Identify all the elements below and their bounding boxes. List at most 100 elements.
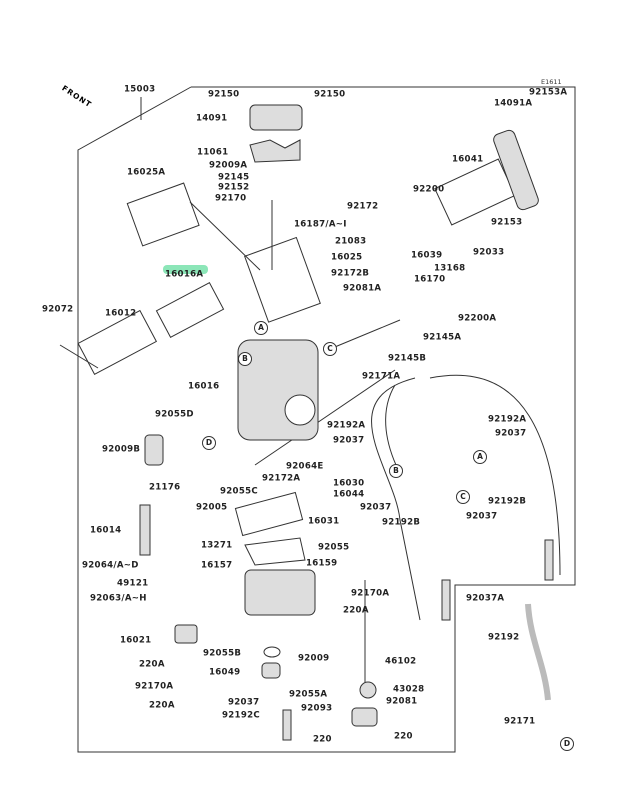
part-label[interactable]: 16170 (414, 274, 446, 285)
part-92055-gasket (244, 537, 306, 566)
part-label[interactable]: 21176 (149, 482, 181, 493)
part-label[interactable]: 15003 (124, 84, 156, 95)
part-label[interactable]: 92037 (360, 502, 392, 513)
part-float-bowl (244, 569, 316, 616)
part-label[interactable]: 16157 (201, 560, 233, 571)
part-label[interactable]: 92170 (215, 193, 247, 204)
part-label[interactable]: 16021 (120, 635, 152, 646)
part-label[interactable]: 220A (343, 605, 369, 616)
part-label[interactable]: 92145B (388, 353, 427, 364)
part-label[interactable]: 92037 (228, 697, 260, 708)
part-label[interactable]: 92192B (488, 496, 527, 507)
part-label[interactable]: 14091 (196, 113, 228, 124)
diagram-code: E1611 (541, 78, 562, 86)
part-label[interactable]: 92055A (289, 689, 328, 700)
ref-circle-c: C (323, 342, 337, 356)
part-label[interactable]: 16012 (105, 308, 137, 319)
part-label[interactable]: 220 (313, 734, 332, 745)
part-label[interactable]: 92172A (262, 473, 301, 484)
part-label[interactable]: 92171A (362, 371, 401, 382)
part-label[interactable]: 92033 (473, 247, 505, 258)
part-label[interactable]: 13271 (201, 540, 233, 551)
part-label[interactable]: 92150 (208, 89, 240, 100)
part-label[interactable]: 92170A (135, 681, 174, 692)
part-92093 (351, 707, 378, 727)
box-16041 (434, 158, 516, 226)
part-label[interactable]: 92037A (466, 593, 505, 604)
part-label[interactable]: 16014 (90, 525, 122, 536)
part-label[interactable]: 92055D (155, 409, 194, 420)
part-label[interactable]: 16044 (333, 489, 365, 500)
part-label[interactable]: 92037 (466, 511, 498, 522)
part-label[interactable]: 220A (149, 700, 175, 711)
part-label[interactable]: 16016 (188, 381, 220, 392)
part-label[interactable]: 14091A (494, 98, 533, 109)
part-label[interactable]: 92055C (220, 486, 259, 497)
part-label[interactable]: 92145 (218, 172, 250, 183)
part-label[interactable]: 92037 (333, 435, 365, 446)
part-label[interactable]: 92093 (301, 703, 333, 714)
part-label[interactable]: 92172 (347, 201, 379, 212)
part-label[interactable]: 16041 (452, 154, 484, 165)
ref-circle-d: D (202, 436, 216, 450)
part-label[interactable]: 92170A (351, 588, 390, 599)
part-label[interactable]: 21083 (335, 236, 367, 247)
part-label[interactable]: 92192C (222, 710, 261, 721)
part-label[interactable]: 92063/A~H (90, 593, 147, 604)
part-label[interactable]: 49121 (117, 578, 149, 589)
ref-circle-b: B (389, 464, 403, 478)
part-label[interactable]: 92153 (491, 217, 523, 228)
part-label[interactable]: 92009B (102, 444, 141, 455)
part-label[interactable]: 16039 (411, 250, 443, 261)
part-92055B (263, 646, 281, 658)
ref-circle-b: B (238, 352, 252, 366)
part-label[interactable]: 92055 (318, 542, 350, 553)
part-label[interactable]: 92192A (327, 420, 366, 431)
ref-circle-d: D (560, 737, 574, 751)
part-label[interactable]: 43028 (393, 684, 425, 695)
main-frame (77, 86, 576, 753)
part-label[interactable]: 92200 (413, 184, 445, 195)
part-label[interactable]: 92081A (343, 283, 382, 294)
part-label[interactable]: 11061 (197, 147, 229, 158)
part-label[interactable]: 220A (139, 659, 165, 670)
part-label[interactable]: 92055B (203, 648, 242, 659)
ref-circle-a: A (254, 321, 268, 335)
part-label[interactable]: 220 (394, 731, 413, 742)
part-label[interactable]: 92005 (196, 502, 228, 513)
part-label[interactable]: 13168 (434, 263, 466, 274)
part-label[interactable]: 16025 (331, 252, 363, 263)
part-label[interactable]: 16159 (306, 558, 338, 569)
part-label[interactable]: 92192A (488, 414, 527, 425)
part-label-highlighted[interactable]: 16016A (165, 269, 204, 280)
part-label[interactable]: 16025A (127, 167, 166, 178)
part-16021 (174, 624, 198, 644)
part-label[interactable]: 16049 (209, 667, 241, 678)
part-label[interactable]: 92192B (382, 517, 421, 528)
hose-92192 (525, 603, 551, 701)
part-label[interactable]: 16031 (308, 516, 340, 527)
part-label[interactable]: 92009 (298, 653, 330, 664)
part-label[interactable]: 92064E (286, 461, 324, 472)
part-21176 (144, 434, 164, 466)
part-label[interactable]: 92150 (314, 89, 346, 100)
part-label[interactable]: 92037 (495, 428, 527, 439)
part-label[interactable]: 16187/A~I (294, 219, 347, 230)
part-label[interactable]: 16030 (333, 478, 365, 489)
part-43028 (359, 681, 377, 699)
part-label[interactable]: 92152 (218, 182, 250, 193)
part-label[interactable]: 92171 (504, 716, 536, 727)
part-label[interactable]: 46102 (385, 656, 417, 667)
part-label[interactable]: 92064/A~D (82, 560, 139, 571)
part-label[interactable]: 92081 (386, 696, 418, 707)
part-label[interactable]: 92200A (458, 313, 497, 324)
part-label[interactable]: 92009A (209, 160, 248, 171)
part-label[interactable]: 92072 (42, 304, 74, 315)
hose-left (385, 384, 397, 466)
part-label[interactable]: 92153A (529, 87, 568, 98)
part-label[interactable]: 92172B (331, 268, 370, 279)
part-label[interactable]: 92145A (423, 332, 462, 343)
part-label[interactable]: 92192 (488, 632, 520, 643)
part-14091A (493, 129, 539, 211)
